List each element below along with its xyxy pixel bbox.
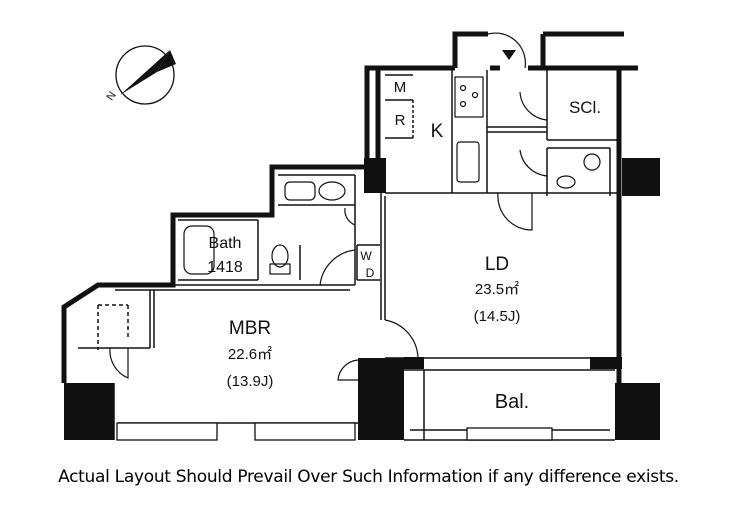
interior-walls	[78, 70, 619, 441]
sink-icon	[456, 141, 480, 183]
mbr-jo: (13.9J)	[227, 373, 274, 390]
basin-icon	[284, 181, 316, 201]
stove-icon	[454, 76, 484, 118]
exterior-walls	[61, 31, 638, 440]
mbr-label: MBR	[229, 318, 271, 339]
balcony-label: Bal.	[495, 391, 529, 413]
toilet-icon	[271, 244, 289, 268]
windows	[116, 422, 553, 441]
ld-label: LD	[485, 254, 509, 275]
microwave-label: M	[394, 79, 407, 96]
fridge-label: R	[395, 112, 406, 129]
bathtub-icon	[183, 225, 215, 275]
mbr-area: 22.6㎡	[228, 346, 272, 363]
structural-columns	[64, 158, 660, 440]
closet-label: SCl.	[569, 98, 601, 117]
compass-north-label: N	[104, 90, 118, 103]
bath-label: Bath	[209, 235, 242, 252]
washer-w-label: W	[360, 249, 372, 263]
floor-plan: N	[61, 31, 660, 441]
kitchen-label: K	[431, 121, 444, 142]
entrance-arrow-icon	[502, 50, 516, 60]
compass-icon: N	[104, 45, 176, 105]
disclaimer-text: Actual Layout Should Prevail Over Such I…	[58, 467, 679, 487]
ld-area: 23.5㎡	[475, 281, 519, 298]
bath-size: 1418	[207, 259, 243, 276]
washer-d-label: D	[366, 266, 375, 280]
ld-jo: (14.5J)	[474, 308, 521, 325]
fixtures	[183, 76, 601, 275]
doors	[109, 32, 548, 381]
